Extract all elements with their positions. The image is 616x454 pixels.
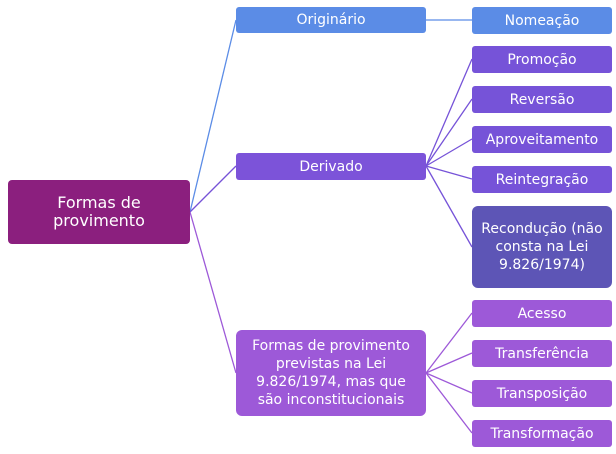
root-node: Formas de provimento xyxy=(8,180,190,244)
connector-derivado-promocao xyxy=(425,58,473,167)
leaf-transformacao: Transformação xyxy=(472,420,612,447)
leaf-label: Recondução (não consta na Lei 9.826/1974… xyxy=(481,221,603,273)
connector-inconst-transferencia xyxy=(425,352,473,374)
leaf-promocao: Promoção xyxy=(472,46,612,73)
leaf-label: Promoção xyxy=(507,51,577,68)
connector-inconst-transformacao xyxy=(425,372,473,434)
connector-derivado-reconducao xyxy=(425,165,473,248)
leaf-transposicao: Transposição xyxy=(472,380,612,407)
connector-root-originario xyxy=(189,19,237,213)
root-label: Formas de provimento xyxy=(53,193,145,230)
branch-derivado-label: Derivado xyxy=(299,158,363,175)
leaf-aproveitamento: Aproveitamento xyxy=(472,126,612,153)
connector-root-inconstitucionais xyxy=(189,211,237,374)
branch-originario: Originário xyxy=(236,7,426,33)
leaf-label: Transformação xyxy=(490,425,594,442)
leaf-label: Transferência xyxy=(495,345,589,362)
leaf-label: Reversão xyxy=(509,91,575,108)
connector-inconst-transposicao xyxy=(425,372,473,394)
leaf-reversao: Reversão xyxy=(472,86,612,113)
leaf-acesso: Acesso xyxy=(472,300,612,327)
branch-originario-label: Originário xyxy=(296,12,366,28)
leaf-label: Nomeação xyxy=(504,12,580,29)
branch-inconstitucionais-label: Formas de provimento previstas na Lei 9.… xyxy=(252,338,410,408)
connector-root-derivado xyxy=(189,165,237,213)
branch-inconstitucionais: Formas de provimento previstas na Lei 9.… xyxy=(236,330,426,416)
leaf-label: Acesso xyxy=(517,305,567,322)
leaf-nomeacao: Nomeação xyxy=(472,7,612,34)
connector-inconst-acesso xyxy=(425,312,473,374)
leaf-reconducao: Recondução (não consta na Lei 9.826/1974… xyxy=(472,206,612,288)
connector-derivado-aproveitamento xyxy=(425,138,473,167)
connector-derivado-reversao xyxy=(425,98,473,167)
leaf-reintegracao: Reintegração xyxy=(472,166,612,193)
leaf-transferencia: Transferência xyxy=(472,340,612,367)
leaf-label: Reintegração xyxy=(495,171,589,188)
leaf-label: Aproveitamento xyxy=(485,131,599,148)
leaf-label: Transposição xyxy=(496,385,588,402)
connector-derivado-reintegracao xyxy=(425,165,473,180)
branch-derivado: Derivado xyxy=(236,153,426,180)
